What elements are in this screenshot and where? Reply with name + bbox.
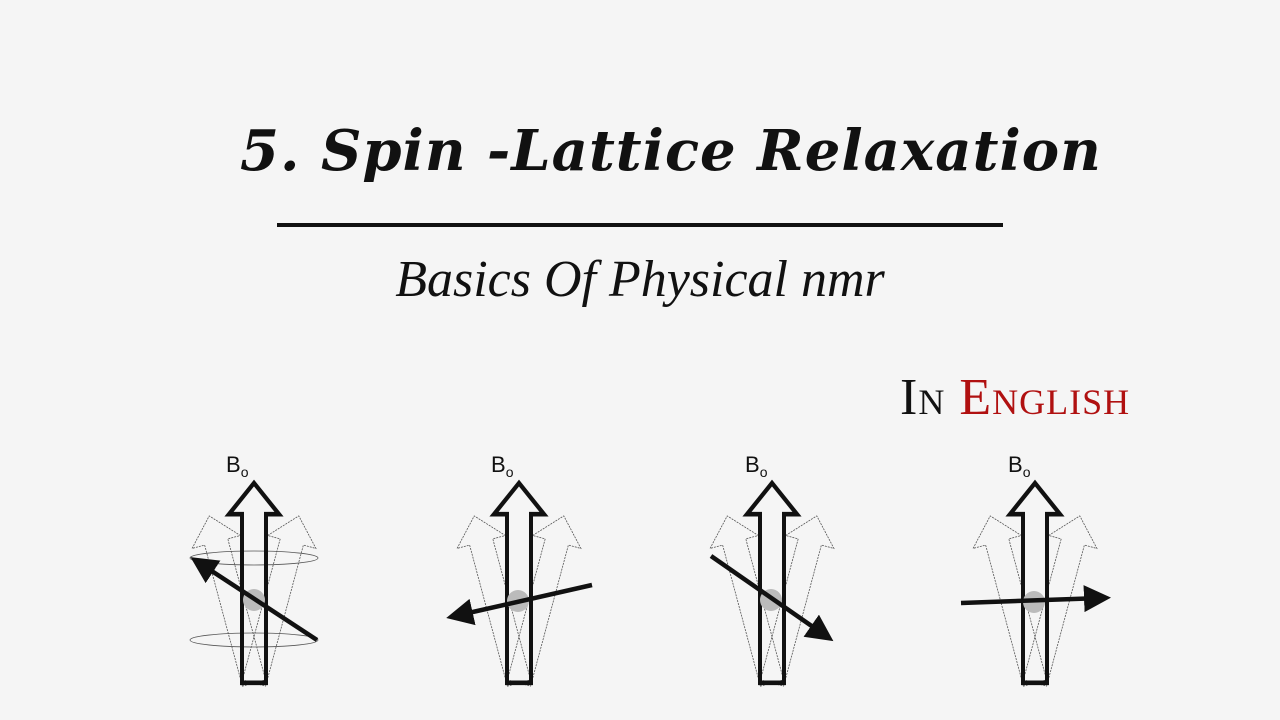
diagram-4: Bo <box>960 452 1111 690</box>
b0-label-2: Bo <box>491 452 514 480</box>
spin-vector-1 <box>190 557 319 642</box>
b0-field-arrow-4 <box>1010 483 1060 683</box>
spin-vector-4 <box>960 585 1111 613</box>
b0-label-4: Bo <box>1008 452 1031 480</box>
slide-title: 5. Spin -Lattice Relaxation <box>240 118 1102 184</box>
title-divider <box>277 223 1003 227</box>
precession-ellipse-bottom <box>189 632 319 648</box>
language-label: In English <box>900 368 1130 427</box>
diagram-1: Bo <box>184 452 324 690</box>
b0-field-arrow-1 <box>229 483 279 683</box>
spin-vector-2 <box>446 582 593 626</box>
b0-label-3: Bo <box>745 452 768 480</box>
slide-subtitle: Basics Of Physical nmr <box>395 251 885 308</box>
b0-field-arrow-2 <box>494 483 544 683</box>
language-prefix: In <box>900 369 946 426</box>
spin-vector-3 <box>709 554 834 642</box>
b0-label-1: Bo <box>226 452 249 480</box>
diagram-2: Bo <box>446 452 593 690</box>
diagram-3: Bo <box>702 452 842 690</box>
precession-ellipse-top <box>189 550 319 566</box>
language-name: English <box>959 369 1131 426</box>
b0-field-arrow-3 <box>747 483 797 683</box>
